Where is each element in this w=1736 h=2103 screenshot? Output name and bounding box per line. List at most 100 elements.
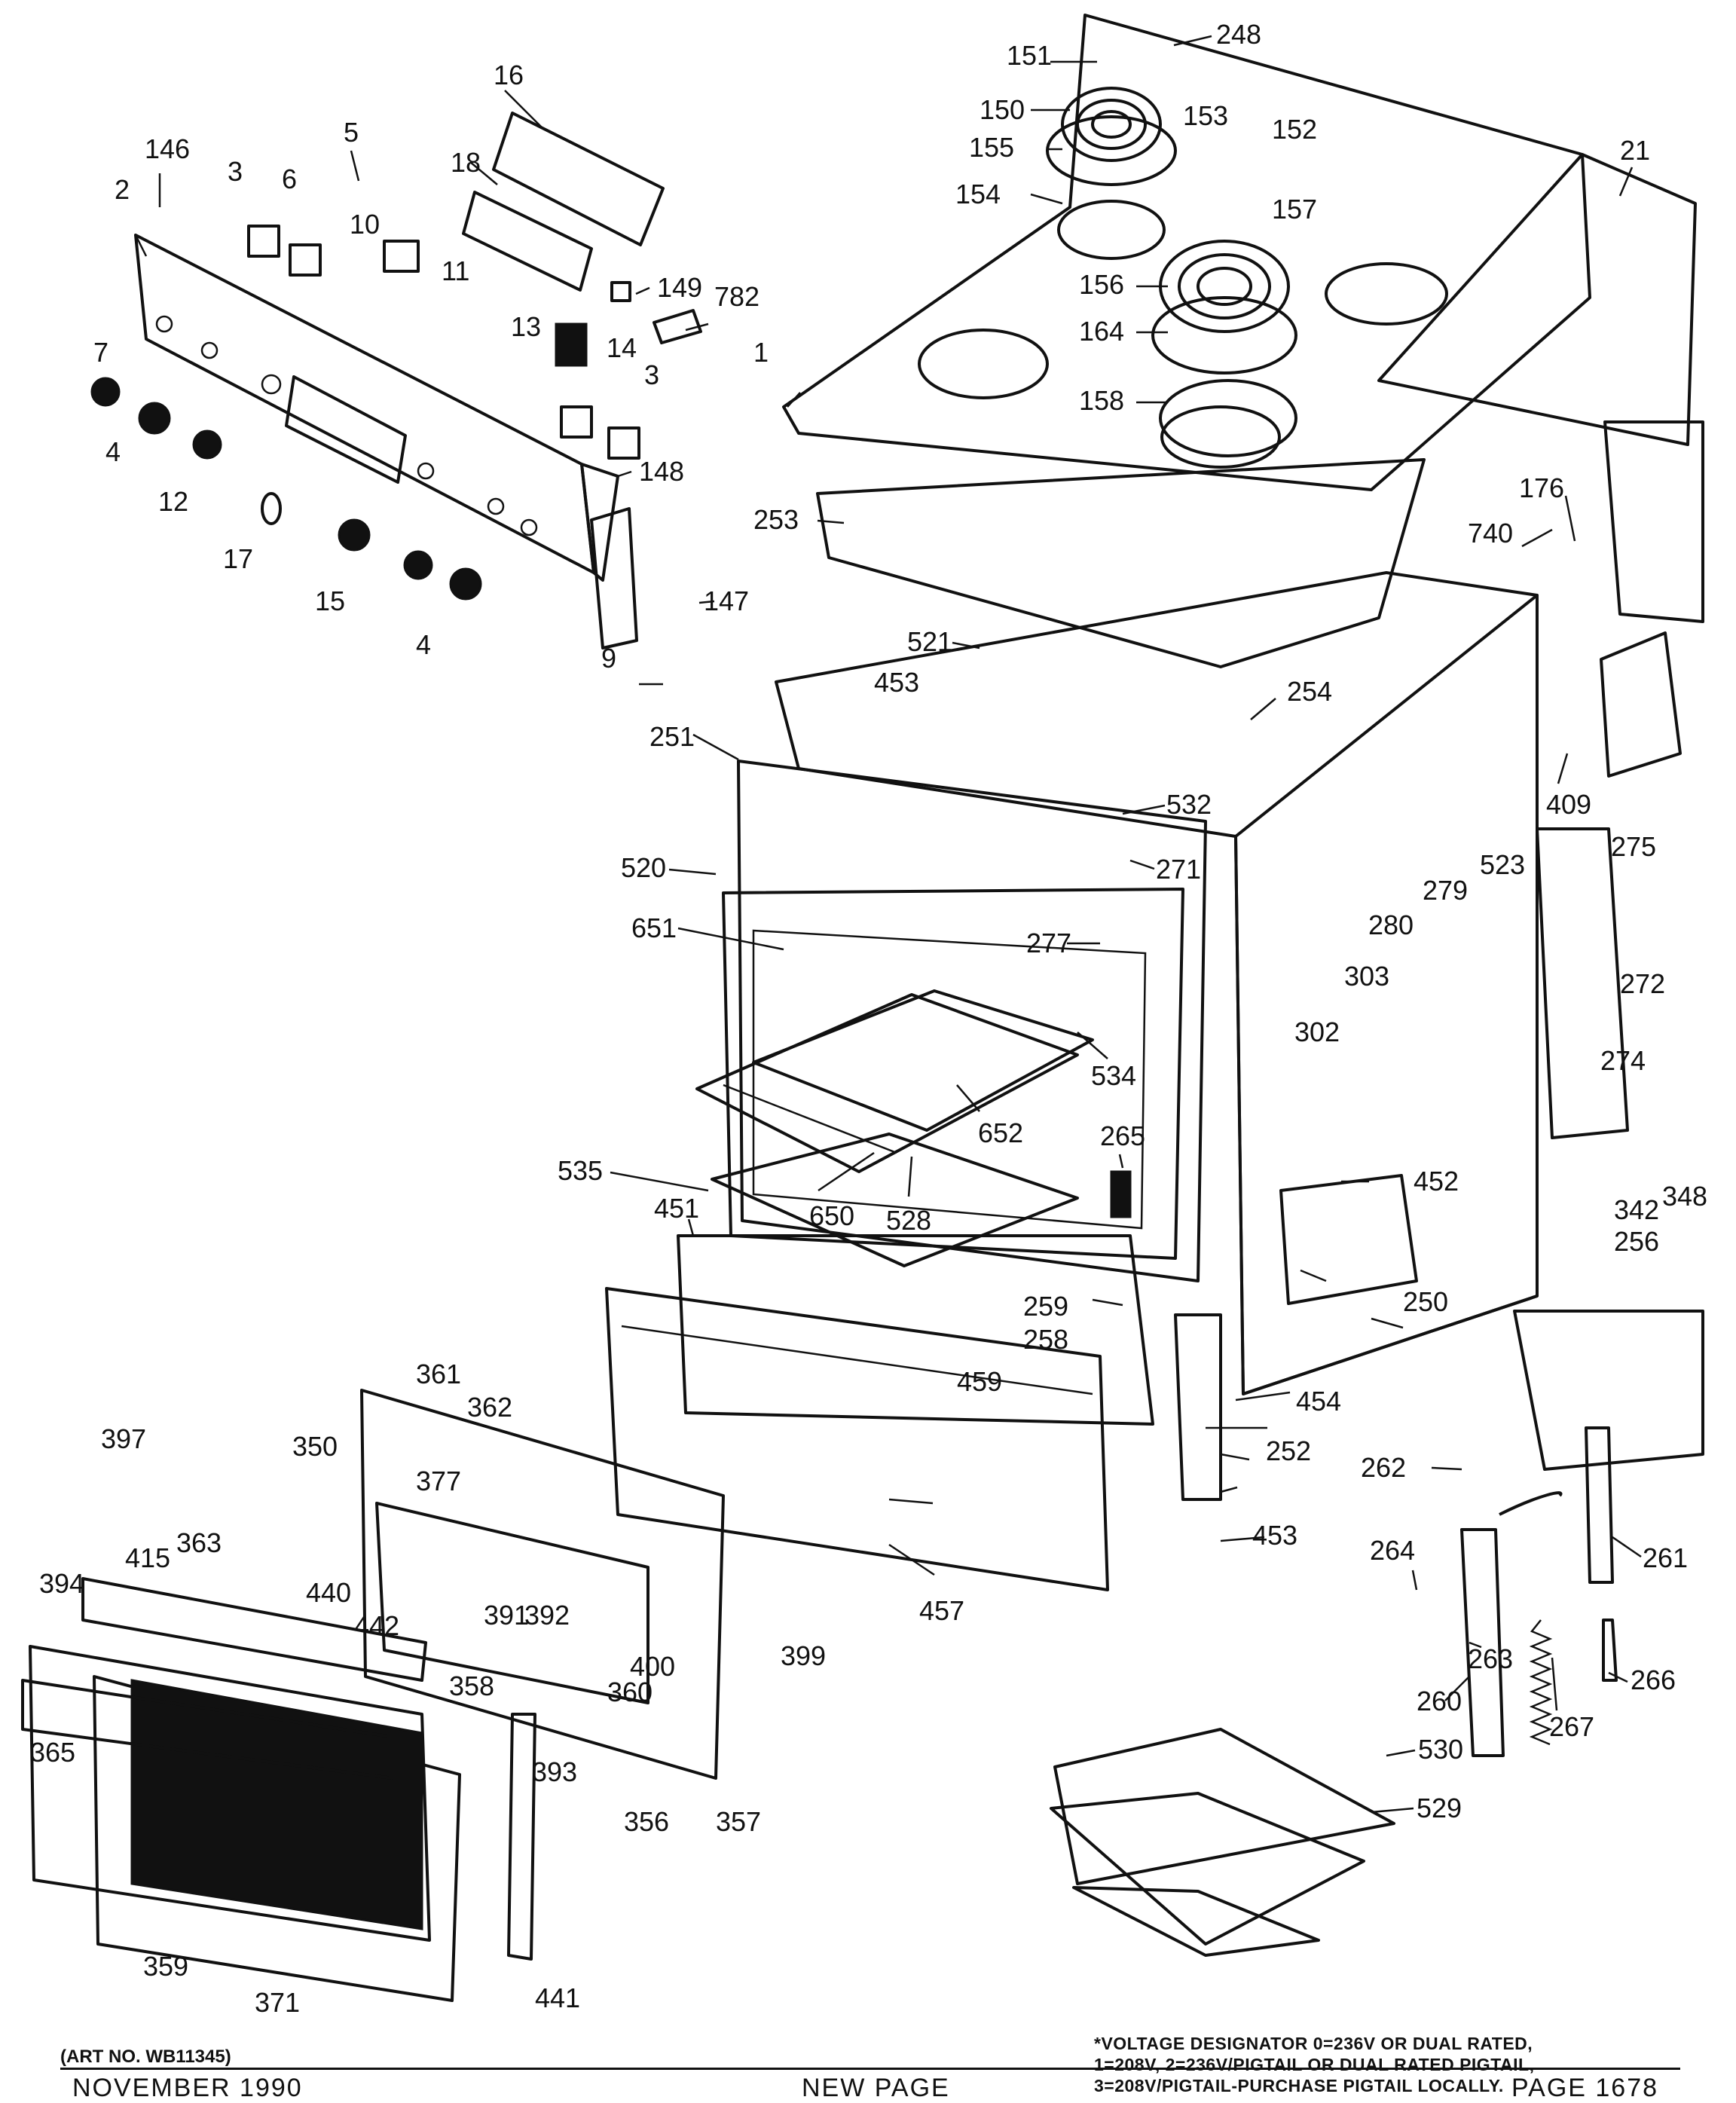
callout-371: 371 (255, 1987, 300, 2018)
callout-279: 279 (1423, 875, 1468, 906)
callout-356: 356 (624, 1806, 669, 1837)
callout-157: 157 (1272, 194, 1317, 225)
footer-page-number: PAGE 1678 (1511, 2074, 1659, 2102)
broiler-pan (1050, 1728, 1395, 1957)
storage-drawer (605, 1234, 1222, 1591)
callout-150: 150 (980, 94, 1025, 125)
callout-11: 11 (442, 255, 469, 286)
callout-258: 258 (1023, 1324, 1068, 1355)
callout-263: 263 (1468, 1643, 1513, 1674)
callout-358: 358 (449, 1670, 494, 1701)
callout-397: 397 (101, 1423, 146, 1454)
switches (247, 112, 702, 650)
callout-176: 176 (1519, 472, 1564, 503)
callout-158: 158 (1079, 385, 1124, 416)
callout-9: 9 (601, 643, 616, 674)
footer-divider (60, 2068, 1680, 2070)
callout-357: 357 (716, 1806, 761, 1837)
leader-lines (158, 35, 1642, 1814)
callout-530: 530 (1418, 1734, 1463, 1765)
callout-457: 457 (919, 1595, 964, 1626)
callout-154: 154 (955, 179, 1001, 209)
callout-254: 254 (1287, 676, 1332, 707)
voltage-footnote: *VOLTAGE DESIGNATOR 0=236V OR DUAL RATED… (1094, 2033, 1682, 2096)
callout-10: 10 (350, 209, 380, 240)
callout-400: 400 (630, 1651, 675, 1682)
callout-253: 253 (753, 504, 799, 535)
callout-359: 359 (143, 1951, 188, 1982)
callout-4b: 4 (416, 629, 431, 660)
oven-racks (695, 989, 1132, 1267)
callout-252: 252 (1266, 1435, 1311, 1466)
callout-21: 21 (1620, 135, 1650, 166)
exploded-parts-diagram: 146 2 3 5 6 16 18 10 11 7 4 12 17 15 4 9… (21, 14, 1707, 2018)
callout-15: 15 (315, 585, 345, 616)
callout-451: 451 (654, 1193, 699, 1224)
callout-13: 13 (511, 311, 541, 342)
callout-342: 342 (1614, 1194, 1659, 1225)
callout-361: 361 (416, 1359, 461, 1389)
callout-651: 651 (631, 912, 677, 943)
callout-409: 409 (1546, 789, 1591, 820)
callout-156: 156 (1079, 269, 1124, 300)
callout-259: 259 (1023, 1291, 1068, 1322)
callout-5: 5 (344, 117, 359, 148)
callout-442: 442 (354, 1610, 399, 1641)
callout-534: 534 (1091, 1060, 1136, 1091)
callout-3b: 3 (644, 359, 659, 390)
callout-262: 262 (1361, 1452, 1406, 1483)
callout-248: 248 (1216, 19, 1261, 50)
callout-14: 14 (607, 332, 637, 363)
callout-274: 274 (1600, 1045, 1646, 1076)
callout-441: 441 (535, 1982, 580, 2013)
footnote-line-2: 1=208V, 2=236V/PIGTAIL OR DUAL RATED PIG… (1094, 2055, 1535, 2074)
callout-652: 652 (978, 1117, 1023, 1148)
callout-363: 363 (176, 1527, 222, 1558)
callout-523: 523 (1480, 849, 1525, 880)
callout-12: 12 (158, 486, 188, 517)
callout-151: 151 (1007, 40, 1052, 71)
callout-391: 391 (484, 1600, 529, 1631)
callout-260: 260 (1417, 1686, 1462, 1716)
callout-365: 365 (30, 1737, 75, 1768)
callout-7: 7 (93, 337, 108, 368)
callout-453: 453 (874, 667, 919, 698)
callout-782: 782 (714, 281, 760, 312)
callout-392: 392 (524, 1600, 570, 1631)
callout-3: 3 (228, 156, 243, 187)
callout-394: 394 (39, 1568, 84, 1599)
oven-door (21, 1389, 725, 2002)
callout-272: 272 (1620, 968, 1665, 999)
callout-17: 17 (223, 543, 253, 574)
callout-250: 250 (1403, 1286, 1448, 1317)
callout-18: 18 (451, 147, 481, 178)
callout-440: 440 (306, 1577, 351, 1608)
callout-146: 146 (145, 133, 190, 164)
callout-521: 521 (907, 626, 952, 657)
callout-149: 149 (657, 272, 702, 303)
art-number: (ART NO. WB11345) (60, 2046, 231, 2067)
callout-740: 740 (1468, 518, 1513, 549)
callout-377: 377 (416, 1466, 461, 1496)
callout-348: 348 (1662, 1181, 1707, 1212)
callout-labels: 146 2 3 5 6 16 18 10 11 7 4 12 17 15 4 9… (30, 19, 1707, 2018)
callout-6: 6 (282, 164, 297, 194)
callout-454: 454 (1296, 1386, 1341, 1417)
callout-152: 152 (1272, 114, 1317, 145)
callout-256: 256 (1614, 1226, 1659, 1257)
callout-350: 350 (292, 1431, 338, 1462)
callout-261: 261 (1643, 1542, 1688, 1573)
callout-153: 153 (1183, 100, 1228, 131)
callout-303: 303 (1344, 961, 1389, 992)
callout-535: 535 (558, 1155, 603, 1186)
callout-2: 2 (115, 174, 130, 205)
callout-360: 360 (607, 1677, 653, 1707)
callout-529: 529 (1417, 1793, 1462, 1823)
callout-650: 650 (809, 1200, 854, 1231)
callout-459: 459 (957, 1366, 1002, 1397)
footnote-line-3: 3=208V/PIGTAIL-PURCHASE PIGTAIL LOCALLY. (1094, 2076, 1504, 2095)
callout-155: 155 (969, 132, 1014, 163)
callout-275: 275 (1611, 831, 1656, 862)
knobs (90, 377, 482, 601)
callout-147: 147 (704, 585, 749, 616)
